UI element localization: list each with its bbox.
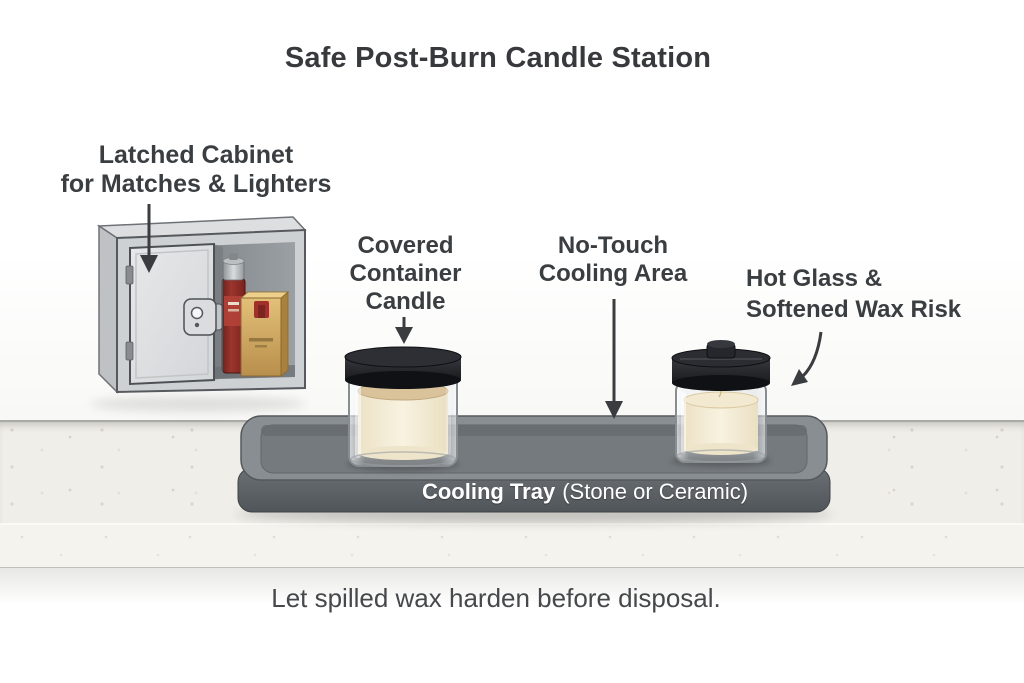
risk-curved-arrow-icon	[791, 331, 823, 386]
lighter-label-text2	[228, 309, 239, 312]
covered-candle-illustration	[344, 346, 462, 471]
label-line: No-Touch	[557, 232, 669, 259]
label-line: Container	[349, 260, 462, 287]
label-line: Cooling Area	[538, 260, 688, 287]
matchbox-emblem-detail	[258, 305, 265, 318]
glass-highlight	[355, 382, 361, 458]
background-lower	[0, 568, 1024, 683]
cabinet-side-face	[98, 224, 118, 394]
cabinet-down-arrow-icon	[140, 204, 158, 273]
label-hot-glass-risk: Hot Glass & Softened Wax Risk	[746, 263, 976, 325]
latch-knob	[190, 306, 204, 320]
label-no-touch-cooling: No-Touch Cooling Area	[508, 232, 718, 288]
hot-candle-lid-bottom	[672, 375, 770, 391]
label-line: Hot Glass &	[746, 265, 883, 292]
label-covered-candle: Covered Container Candle	[328, 232, 483, 316]
tray-label-rest: (Stone or Ceramic)	[562, 479, 749, 504]
cabinet-illustration	[90, 216, 307, 412]
annotation-arrows	[140, 204, 823, 419]
lighter-nozzle	[229, 253, 238, 260]
footer-note: Let spilled wax harden before disposal.	[271, 583, 721, 613]
door-hinge-bottom	[125, 341, 134, 361]
hot-glass-highlight	[681, 392, 686, 454]
candle-wax	[358, 390, 448, 454]
label-line: for Matches & Lighters	[60, 170, 332, 198]
cabinet-shadow	[90, 396, 306, 412]
latch-keyhole	[194, 322, 200, 328]
hot-candle-wax-bottom	[684, 443, 758, 455]
label-cooling-tray: Cooling Tray(Stone or Ceramic)	[335, 479, 835, 505]
page-title: Safe Post-Burn Candle Station	[284, 42, 712, 74]
matchbox-text-line	[249, 338, 273, 342]
cooling-down-arrow-icon	[605, 299, 623, 419]
glass-highlight-right	[446, 385, 451, 455]
jar-base-line	[350, 451, 456, 467]
label-line: Candle	[365, 288, 446, 315]
matchbox-illustration	[239, 291, 290, 377]
candle-lid-bottom	[345, 371, 461, 389]
door-panel	[129, 242, 215, 386]
label-line: Covered	[357, 232, 454, 259]
tray-label-bold: Cooling Tray	[421, 479, 556, 504]
matchbox-side	[280, 291, 289, 377]
hot-candle-illustration	[671, 340, 771, 467]
candle-down-arrow-icon	[395, 317, 413, 344]
label-line: Softened Wax Risk	[746, 296, 962, 323]
candle-wax-bottom	[358, 446, 448, 460]
lid-knob-top	[707, 340, 735, 348]
candle-lid-top	[344, 346, 462, 368]
lighter-label-text	[228, 302, 239, 305]
matchbox-top	[239, 291, 290, 299]
hot-jar-base-line	[676, 449, 766, 463]
label-latched-cabinet: Latched Cabinet for Matches & Lighters	[36, 141, 356, 199]
countertop-edge	[0, 523, 1024, 570]
cabinet-door	[125, 242, 223, 386]
door-hinge-top	[125, 265, 134, 285]
label-line: Latched Cabinet	[98, 141, 294, 169]
door-bevel	[135, 249, 209, 379]
matchbox-text-line2	[255, 345, 267, 348]
